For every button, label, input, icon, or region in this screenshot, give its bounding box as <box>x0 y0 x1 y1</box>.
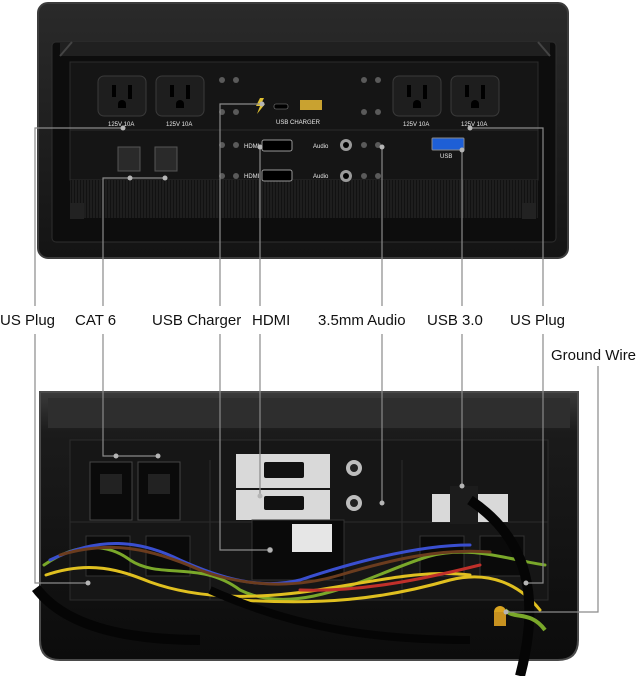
us-outlet-right-2: 125V 10A <box>450 75 500 128</box>
us-outlet-left-2: 125V 10A <box>155 75 205 128</box>
usb3-back-module <box>432 486 508 524</box>
outlet-rating-text: 125V 10A <box>166 122 192 128</box>
hdmi-text: HDMI <box>244 174 260 180</box>
audio-text: Audio <box>313 174 329 180</box>
audio-text: Audio <box>313 144 329 150</box>
bottom-device <box>32 391 579 676</box>
hdmi-back-modules <box>236 454 362 520</box>
cat6-back-modules <box>89 461 181 521</box>
usb3-port: USB <box>431 137 465 160</box>
wiring <box>42 542 547 612</box>
label-usb-charger: USB Charger <box>152 312 242 329</box>
outlet-rating-text: 125V 10A <box>108 122 134 128</box>
usb-cable <box>467 495 535 676</box>
label-us-plug-left: US Plug <box>0 312 56 329</box>
label-ground-wire: Ground Wire <box>551 347 637 364</box>
cat6-ports <box>117 146 178 172</box>
top-device: 125V 10A 125V 10A 125V 10A 125V 10A <box>37 2 569 259</box>
audio-jacks: Audio Audio <box>313 139 352 182</box>
label-usb3: USB 3.0 <box>427 312 483 329</box>
label-audio: 3.5mm Audio <box>318 312 406 329</box>
outlet-rating-text: 125V 10A <box>403 122 429 128</box>
label-cat6: CAT 6 <box>75 312 117 329</box>
us-outlet-left-1: 125V 10A <box>97 75 147 128</box>
usb-charger-text: USB CHARGER <box>276 120 321 126</box>
label-us-plug-right: US Plug <box>510 312 566 329</box>
us-outlet-right-1: 125V 10A <box>392 75 442 128</box>
label-hdmi: HDMI <box>252 312 291 329</box>
hdmi-ports: HDMI HDMI <box>244 139 293 182</box>
usb-text: USB <box>440 154 452 160</box>
hdmi-text: HDMI <box>244 144 260 150</box>
leader-lines <box>34 103 599 613</box>
outlet-rating-text: 125V 10A <box>461 122 487 128</box>
leader-dots <box>85 101 529 615</box>
